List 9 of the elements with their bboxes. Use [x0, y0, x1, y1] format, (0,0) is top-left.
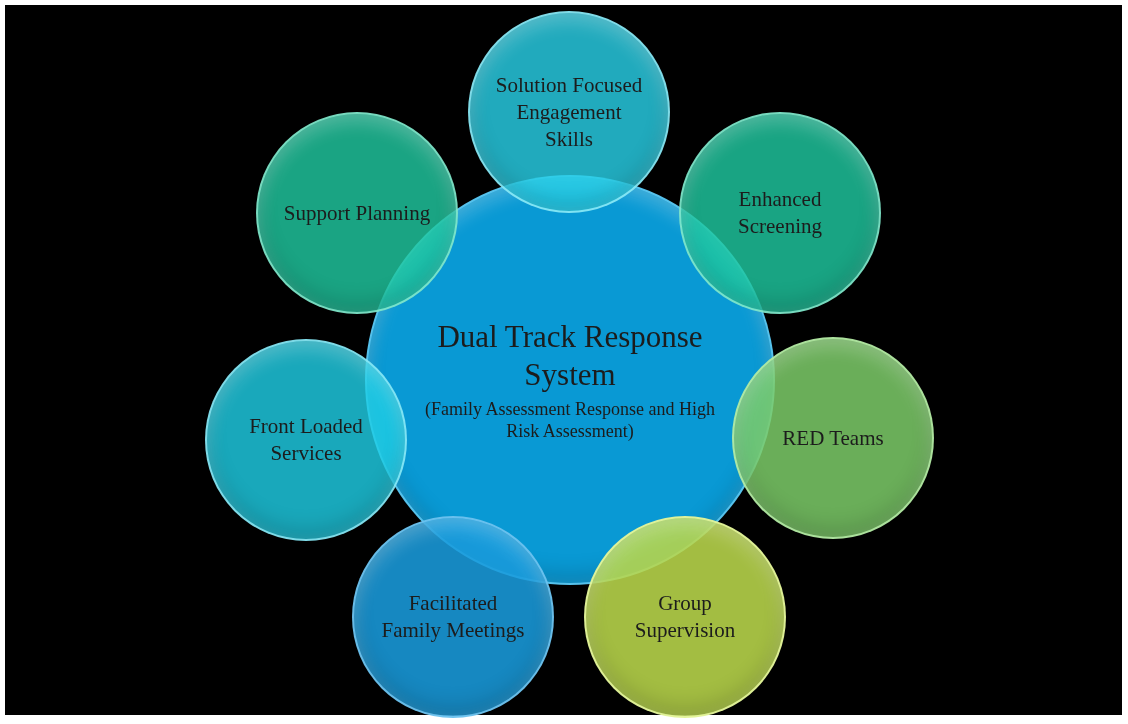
circle-label: Group Supervision	[633, 590, 737, 644]
circle-label: RED Teams	[781, 424, 885, 452]
central-subtitle: (Family Assessment Response and High Risk Assessment)	[424, 398, 716, 442]
circle-label: Solution Focused Engagement Skills	[494, 71, 644, 153]
circle-label: Enhanced Screening	[737, 186, 823, 240]
circle-label: Facilitated Family Meetings	[380, 590, 526, 644]
central-title: Dual Track Response System	[436, 318, 704, 394]
circle-label: Support Planning	[282, 199, 432, 227]
circle-label: Front Loaded Services	[248, 413, 364, 467]
